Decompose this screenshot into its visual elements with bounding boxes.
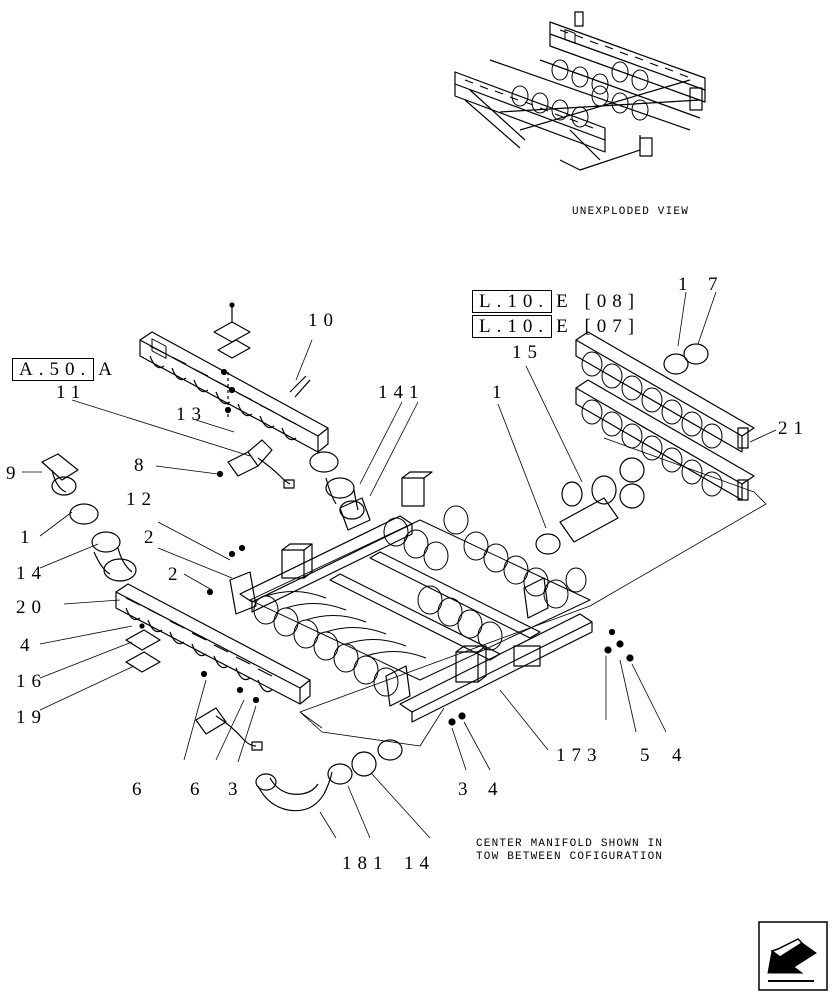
callout-20: 20 — [16, 597, 47, 618]
callout-4-left: 4 — [20, 635, 36, 656]
sensor-lower — [195, 707, 263, 751]
reference-l10e07-suffix: E [07] — [556, 316, 641, 337]
callout-5: 5 — [640, 745, 656, 766]
callout-19: 19 — [16, 707, 47, 728]
callout-9: 9 — [6, 463, 22, 484]
center-frame — [229, 471, 593, 723]
assembly-outline-lines — [299, 437, 767, 747]
reference-l10e07[interactable]: L.10.E [07] — [472, 315, 640, 338]
callout-1-left: 1 — [20, 527, 36, 548]
hardware-bolts — [206, 470, 634, 726]
callout-4-c: 4 — [672, 745, 688, 766]
callout-14-bottom: 14 — [404, 853, 435, 874]
unexploded-view-drawing — [454, 11, 706, 171]
bottom-elbow-18 — [255, 739, 403, 812]
upper-manifold — [139, 302, 329, 453]
callout-12: 12 — [126, 489, 157, 510]
leader-lines — [22, 291, 777, 839]
callout-8: 8 — [134, 455, 150, 476]
sensor-11 — [227, 439, 295, 489]
reference-l10e08[interactable]: L.10.E [08] — [472, 290, 640, 313]
callout-3-b: 3 — [458, 779, 474, 800]
callout-2-a: 2 — [144, 527, 160, 548]
callout-11: 11 — [56, 382, 87, 403]
center-manifold-caption-line1: CENTER MANIFOLD SHOWN IN — [476, 838, 664, 850]
left-small-parts — [41, 453, 137, 582]
reference-a50-suffix: A — [98, 359, 118, 380]
callout-14-left: 14 — [16, 563, 47, 584]
callout-6-b: 6 — [190, 779, 206, 800]
reference-l10e08-suffix: E [08] — [556, 291, 641, 312]
callout-15: 15 — [512, 342, 543, 363]
elbow-141 — [309, 451, 365, 520]
callout-17-a: 1 — [678, 274, 694, 295]
right-manifolds — [575, 331, 755, 501]
callout-173: 173 — [556, 745, 603, 766]
arrow-page-icon[interactable] — [758, 921, 828, 991]
callout-141: 141 — [378, 382, 425, 403]
reference-a50[interactable]: A.50.A — [12, 358, 118, 381]
callout-181: 181 — [342, 853, 389, 874]
unexploded-view-caption: UNEXPLODED VIEW — [572, 206, 690, 218]
callout-6-a: 6 — [132, 779, 148, 800]
bolt-10 — [289, 375, 311, 398]
callout-13: 13 — [176, 404, 207, 425]
reference-l10e08-box: L.10. — [472, 290, 553, 313]
callout-2-b: 2 — [168, 564, 184, 585]
center-manifold-caption-line2: TOW BETWEEN COFIGURATION — [476, 851, 664, 863]
callout-1-top: 1 — [492, 382, 508, 403]
t-connector-15 — [535, 457, 645, 555]
callout-3-a: 3 — [228, 779, 244, 800]
callout-21: 21 — [778, 418, 809, 439]
callout-17-b: 7 — [708, 274, 724, 295]
lower-manifold — [115, 583, 311, 705]
callout-10: 10 — [308, 310, 339, 331]
reference-l10e07-box: L.10. — [472, 315, 553, 338]
callout-16: 16 — [16, 671, 47, 692]
callout-4-b: 4 — [488, 779, 504, 800]
reference-a50-box: A.50. — [12, 358, 95, 381]
